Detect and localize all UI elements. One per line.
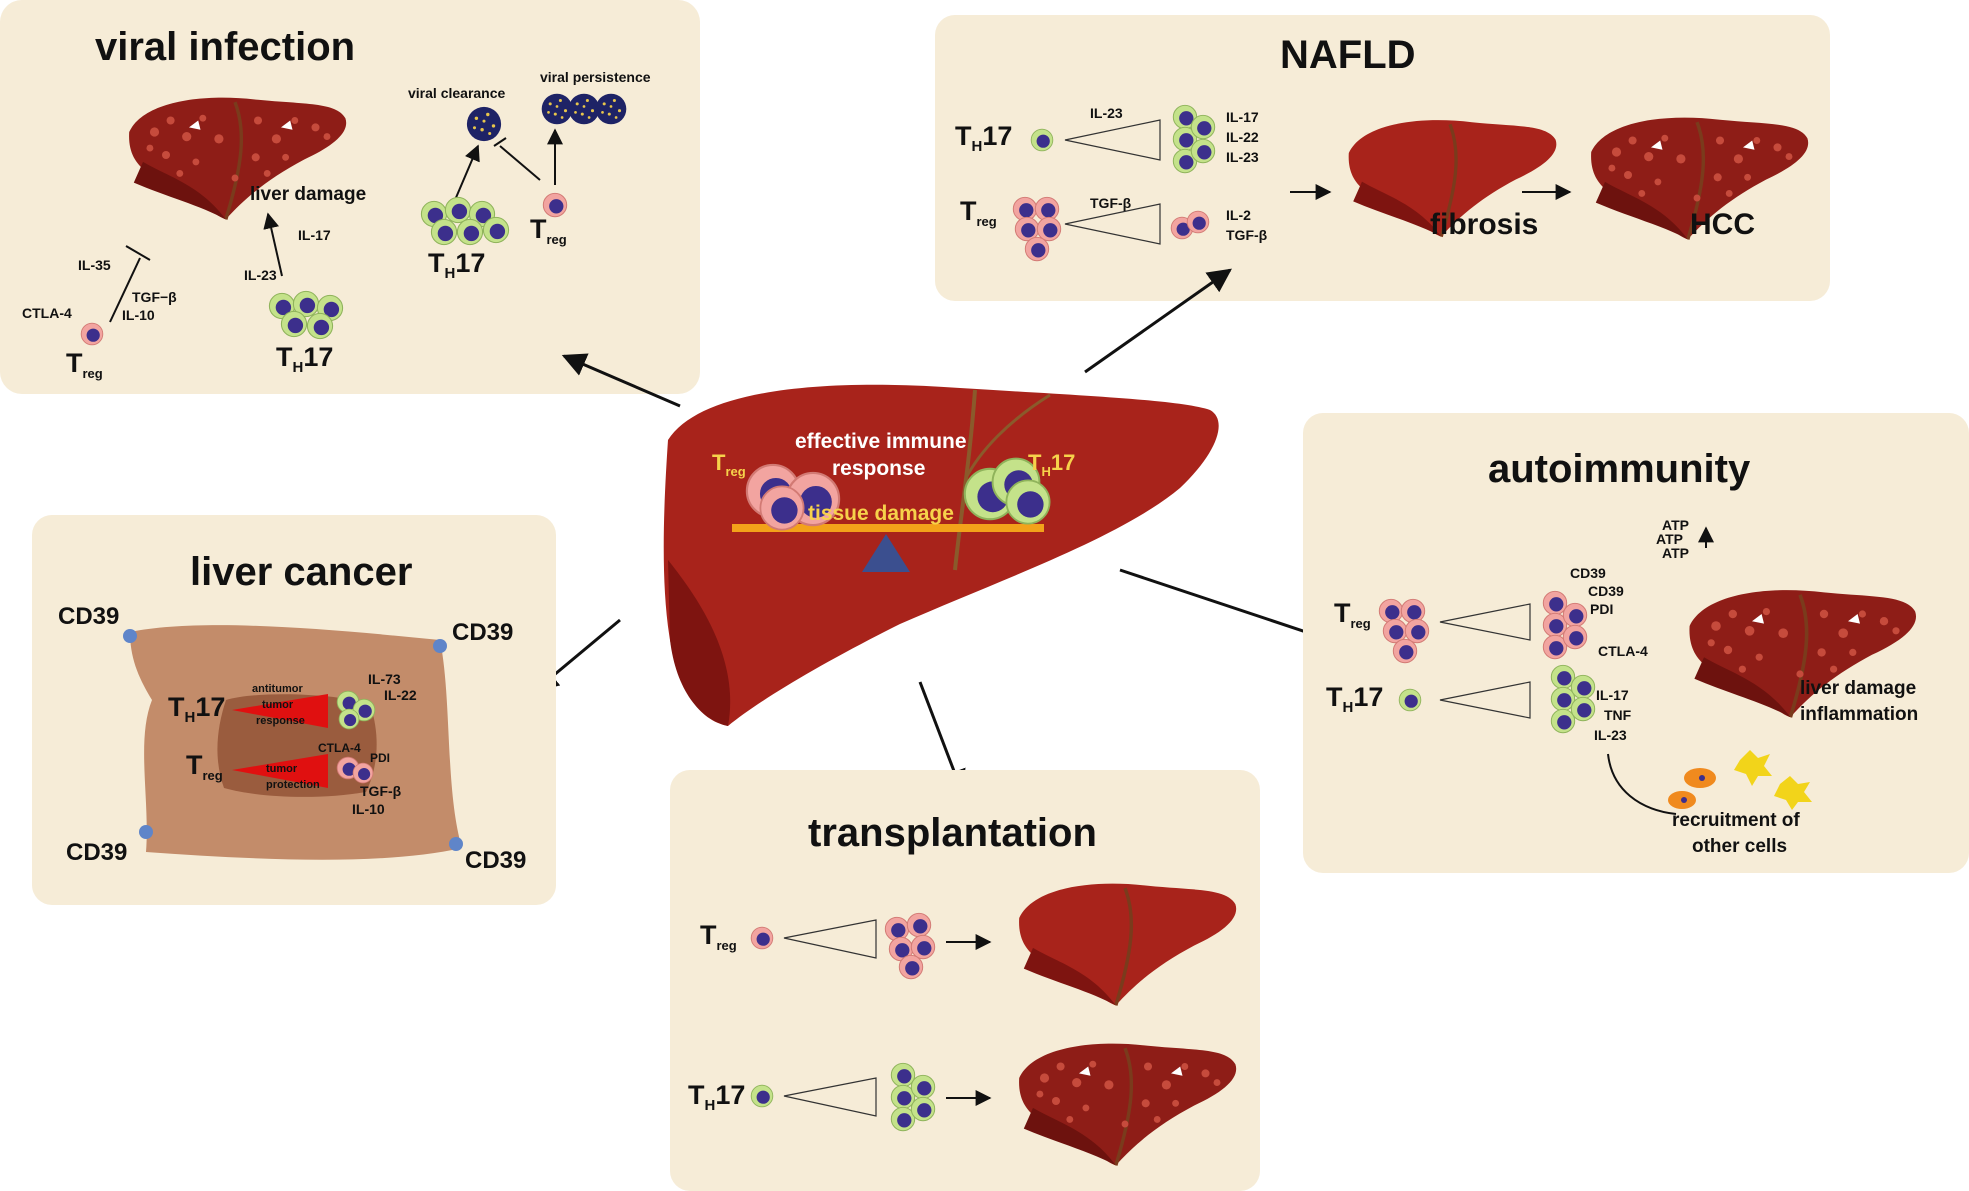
svg-text:Treg: Treg	[186, 750, 223, 783]
svg-text:CD39: CD39	[452, 619, 513, 646]
cd39-marker	[449, 837, 463, 851]
svg-text:Treg: Treg	[1334, 598, 1371, 631]
svg-text:IL-10: IL-10	[122, 307, 155, 323]
svg-text:Treg: Treg	[700, 920, 737, 953]
central-liver: Treg TH17 effective immune response tiss…	[663, 384, 1219, 726]
viral-persistence-label: viral persistence	[540, 69, 651, 85]
treg-cell	[750, 926, 774, 950]
svg-text:inflammation: inflammation	[1800, 704, 1918, 725]
svg-text:IL-23: IL-23	[244, 267, 277, 283]
svg-text:IL-73: IL-73	[368, 671, 401, 687]
svg-text:TH17: TH17	[428, 248, 485, 282]
virus-icon	[568, 93, 600, 125]
svg-text:Treg: Treg	[66, 348, 103, 381]
th17-cell	[750, 1084, 774, 1108]
svg-text:CD39: CD39	[66, 839, 127, 866]
cd39-marker	[139, 825, 153, 839]
svg-text:CTLA-4: CTLA-4	[22, 305, 72, 321]
treg-cell	[1186, 210, 1210, 234]
svg-text:IL-17: IL-17	[298, 227, 331, 243]
svg-text:Treg: Treg	[530, 214, 567, 247]
nafld-fibrosis: fibrosis	[1430, 208, 1538, 241]
nafld-hcc: HCC	[1690, 208, 1755, 241]
svg-text:TH17: TH17	[1028, 450, 1075, 479]
svg-text:CD39: CD39	[1570, 565, 1606, 581]
panel-viral-infection: viral infection liver damage viral clear…	[0, 0, 700, 394]
svg-text:tumor: tumor	[266, 763, 298, 775]
svg-text:IL-23: IL-23	[1594, 727, 1627, 743]
svg-text:tumor: tumor	[262, 699, 294, 711]
svg-text:TH17: TH17	[168, 692, 225, 726]
svg-text:CD39: CD39	[58, 603, 119, 630]
svg-text:Treg: Treg	[960, 196, 997, 229]
cd39-marker	[433, 639, 447, 653]
svg-text:TNF: TNF	[1604, 707, 1632, 723]
svg-text:IL-10: IL-10	[352, 801, 385, 817]
svg-text:IL-22: IL-22	[1226, 129, 1259, 145]
svg-text:CTLA-4: CTLA-4	[1598, 643, 1648, 659]
virus-icon	[595, 93, 627, 125]
virus-icon	[541, 93, 573, 125]
balance-fulcrum	[862, 534, 910, 572]
svg-text:CD39: CD39	[465, 847, 526, 874]
cancer-title: liver cancer	[190, 550, 412, 594]
svg-text:IL-35: IL-35	[78, 257, 111, 273]
cd39-marker	[123, 629, 137, 643]
panel-autoimmunity: autoimmunity ATP ATP ATP Treg CD39 CD39 …	[1303, 413, 1969, 873]
nafld-title: NAFLD	[1280, 33, 1416, 77]
svg-text:PDI: PDI	[370, 751, 390, 765]
svg-text:ATP: ATP	[1662, 517, 1689, 533]
viral-clearance-label: viral clearance	[408, 85, 506, 101]
recruited-cells-icon	[1668, 750, 1812, 810]
svg-text:other cells: other cells	[1692, 836, 1787, 857]
svg-text:ATP: ATP	[1662, 545, 1689, 561]
svg-text:antitumor: antitumor	[252, 683, 303, 695]
svg-text:PDI: PDI	[1590, 601, 1613, 617]
th17-cell	[1030, 128, 1054, 152]
svg-text:ATP: ATP	[1656, 531, 1683, 547]
panel-transplantation: transplantation Treg TH17	[670, 770, 1260, 1191]
balance-beam	[732, 524, 1044, 532]
svg-text:CTLA-4: CTLA-4	[318, 741, 361, 755]
svg-text:liver damage: liver damage	[1800, 678, 1916, 699]
svg-text:response: response	[832, 457, 925, 480]
autoimmunity-title: autoimmunity	[1488, 447, 1751, 491]
viral-liver-damage: liver damage	[250, 184, 366, 205]
svg-text:IL-17: IL-17	[1596, 687, 1629, 703]
svg-text:effective immune: effective immune	[795, 430, 967, 453]
svg-text:IL-22: IL-22	[384, 687, 417, 703]
svg-text:IL-23: IL-23	[1226, 149, 1259, 165]
connector-arrows	[534, 268, 1333, 795]
svg-text:CD39: CD39	[1588, 583, 1624, 599]
svg-text:IL-2: IL-2	[1226, 207, 1251, 223]
svg-text:response: response	[256, 715, 305, 727]
svg-text:TGF−β: TGF−β	[132, 289, 177, 305]
panel-liver-cancer: liver cancer CD39 CD39 CD39 CD39 TH17 Tr…	[32, 515, 556, 905]
svg-text:TGF-β: TGF-β	[1090, 195, 1132, 211]
th17-cell	[1398, 688, 1422, 712]
treg-cell	[80, 322, 104, 346]
svg-text:protection: protection	[266, 779, 320, 791]
svg-text:tissue damage: tissue damage	[808, 502, 954, 525]
virus-icon	[466, 106, 502, 142]
svg-text:TGF-β: TGF-β	[360, 783, 402, 799]
svg-text:IL-17: IL-17	[1226, 109, 1259, 125]
svg-text:TH17: TH17	[276, 342, 333, 376]
treg-cell	[542, 192, 568, 218]
svg-text:TH17: TH17	[955, 121, 1012, 155]
svg-text:Treg: Treg	[712, 450, 746, 479]
svg-text:recruitment of: recruitment of	[1672, 810, 1800, 831]
svg-text:IL-23: IL-23	[1090, 105, 1123, 121]
svg-text:TH17: TH17	[1326, 682, 1383, 716]
svg-text:TH17: TH17	[688, 1080, 745, 1114]
viral-title: viral infection	[95, 25, 355, 69]
svg-text:TGF-β: TGF-β	[1226, 227, 1268, 243]
transplantation-title: transplantation	[808, 811, 1097, 855]
panel-nafld: NAFLD TH17 IL-23 IL-17 IL-22 IL-23 Treg …	[935, 15, 1830, 301]
